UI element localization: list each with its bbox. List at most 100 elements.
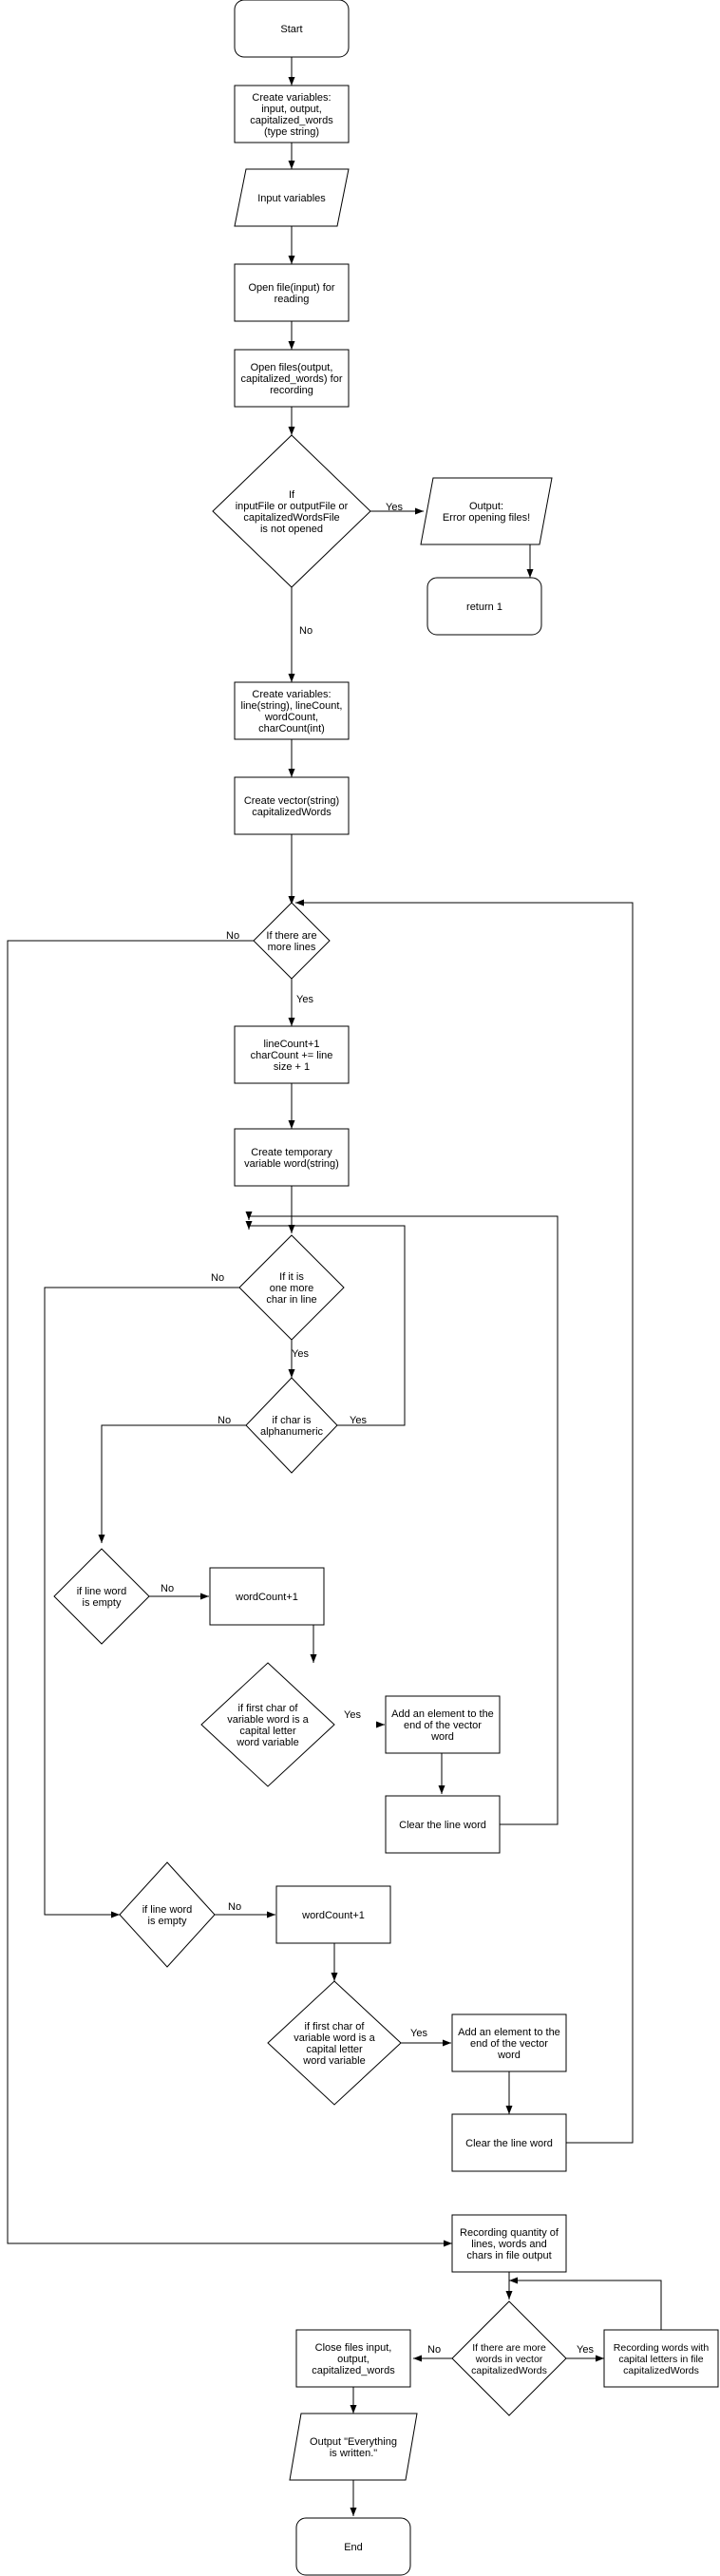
- char-alnum-decision: [245, 1377, 338, 1474]
- edge-label-empty2-no: No: [228, 1901, 241, 1913]
- node-text-line: charCount += line: [251, 1050, 333, 1061]
- node-text-line: Create vector(string): [244, 795, 339, 807]
- node-text-line: if first char of: [238, 1703, 299, 1714]
- node-text-line: charCount(int): [258, 723, 325, 735]
- node-text-line: more lines: [268, 942, 316, 953]
- more-words-decision: [451, 2300, 567, 2416]
- word-count2-box: [275, 1885, 391, 1944]
- node-text-line: capitalized_words: [312, 2365, 395, 2376]
- return1-terminal: [426, 577, 542, 636]
- node-text-line: If there are more: [472, 2342, 546, 2354]
- check-open-decision: [212, 434, 371, 588]
- node-text-line: capitalizedWordsFile: [243, 512, 339, 524]
- node-text-line: variable word(string): [244, 1158, 339, 1170]
- node-text-line: Input variables: [257, 193, 326, 204]
- create-counts-label: Create variables:line(string), lineCount…: [241, 689, 343, 735]
- node-text-line: Create temporary: [251, 1147, 332, 1158]
- open-output-label: Open files(output,capitalized_words) for…: [241, 362, 343, 396]
- node-text-line: lines, words and: [471, 2239, 547, 2250]
- node-text-line: capitalized_words) for: [241, 373, 343, 385]
- edge-label-char-no: No: [211, 1272, 224, 1284]
- node-text-line: Create variables:: [252, 92, 331, 104]
- word-empty2-decision: [119, 1861, 216, 1968]
- node-text-line: word: [430, 1731, 454, 1743]
- node-text-line: wordCount,: [264, 712, 318, 723]
- node-text-line: input, output,: [261, 104, 322, 115]
- node-text-line: is not opened: [260, 524, 323, 535]
- end-label: End: [344, 2542, 363, 2553]
- edge-alnum-no-to-empty1: [98, 1424, 246, 1543]
- node-text-line: lineCount+1: [263, 1039, 319, 1050]
- create-counts-box: [234, 681, 350, 740]
- node-text-line: If it is: [279, 1271, 304, 1283]
- node-text-line: Output:: [469, 501, 503, 512]
- node-text-line: is written.": [330, 2448, 377, 2459]
- node-text-line: capital letters in file: [618, 2354, 703, 2365]
- node-text-line: word: [497, 2050, 521, 2061]
- node-text-line: wordCount+1: [301, 1910, 365, 1921]
- create-vars-box: [234, 85, 350, 143]
- edge-label-alnum-no: No: [218, 1415, 231, 1426]
- edge-label-cap1-yes: Yes: [344, 1709, 361, 1721]
- node-text-line: capitalizedWords: [471, 2365, 547, 2376]
- first-cap1-decision: [200, 1662, 335, 1787]
- node-text-line: Close files input,: [315, 2342, 392, 2354]
- node-text-line: capital letter: [239, 1726, 296, 1737]
- input-vars-label: Input variables: [257, 193, 326, 204]
- close-files-box: [295, 2329, 411, 2388]
- create-vector-label: Create vector(string)capitalizedWords: [244, 795, 339, 818]
- clear1-box: [385, 1795, 501, 1854]
- word-count1-box: [209, 1567, 325, 1626]
- node-text-line: end of the vector: [404, 1720, 482, 1731]
- node-text-line: if char is: [273, 1415, 312, 1426]
- node-text-line: Add an element to the: [458, 2027, 560, 2038]
- edge-label-check-yes: Yes: [386, 502, 403, 513]
- clear2-box: [451, 2113, 567, 2172]
- node-text-line: Add an element to the: [391, 1708, 494, 1720]
- return1-label: return 1: [466, 601, 502, 613]
- node-text-line: is empty: [148, 1916, 187, 1927]
- node-text-line: recording: [270, 385, 313, 396]
- line-count-box: [234, 1025, 350, 1084]
- node-text-line: Output "Everything: [310, 2436, 397, 2448]
- node-text-line: If there are: [266, 930, 316, 942]
- create-vars-label: Create variables:input, output,capitaliz…: [250, 92, 333, 138]
- node-text-line: Clear the line word: [465, 2138, 553, 2149]
- edge-label-lines-no: No: [226, 930, 239, 942]
- node-text-line: Open file(input) for: [248, 282, 334, 294]
- node-text-line: Open files(output,: [251, 362, 333, 373]
- input-vars-parallelogram: [234, 168, 350, 227]
- create-vector-box: [234, 776, 350, 835]
- first-cap2-decision: [267, 1980, 402, 2106]
- record-qty-box: [451, 2214, 567, 2273]
- add-elem2-box: [451, 2013, 567, 2072]
- edge-clear2-loop-to-more-lines: [295, 899, 634, 2144]
- node-text-line: inputFile or outputFile or: [236, 501, 349, 512]
- node-text-line: End: [344, 2542, 363, 2553]
- node-text-line: capitalized_words: [250, 115, 333, 126]
- edge-label-cap2-yes: Yes: [410, 2028, 427, 2039]
- node-text-line: variable word is a: [227, 1714, 309, 1726]
- edge-alnum-yes-loop: [245, 1221, 406, 1426]
- edge-clear1-loop: [245, 1212, 559, 1825]
- node-text-line: end of the vector: [470, 2038, 548, 2050]
- node-text-line: capitalizedWords: [252, 807, 332, 818]
- edge-label-words-no: No: [427, 2344, 441, 2356]
- node-text-line: if first char of: [305, 2021, 366, 2032]
- node-text-line: words in vector: [475, 2354, 543, 2365]
- node-text-line: return 1: [466, 601, 502, 613]
- output-error-parallelogram: [420, 477, 553, 545]
- node-text-line: line(string), lineCount,: [241, 700, 343, 712]
- create-temp-box: [234, 1128, 350, 1187]
- node-text-line: Error opening files!: [443, 512, 530, 524]
- node-text-line: alphanumeric: [260, 1426, 324, 1438]
- node-text-line: word variable: [302, 2055, 365, 2067]
